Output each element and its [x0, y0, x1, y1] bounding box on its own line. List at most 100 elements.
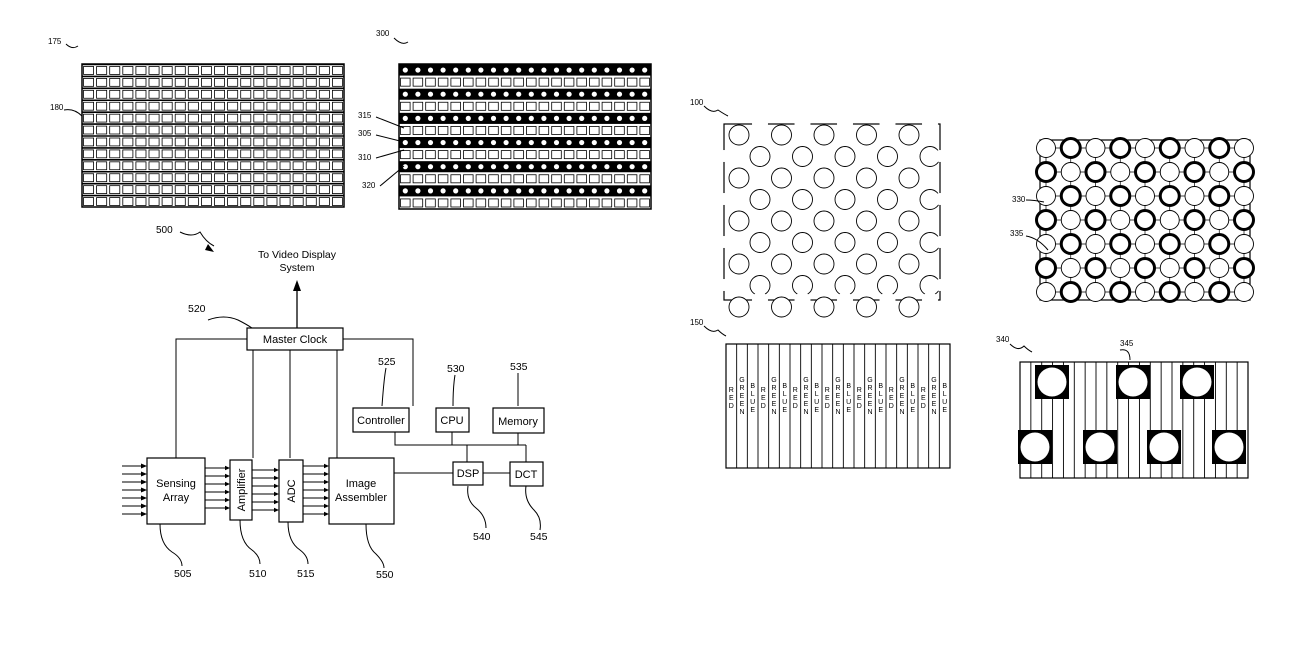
grid-300-pixel	[513, 101, 524, 111]
grid-300-dot	[427, 188, 434, 194]
grid-175-pixel	[96, 66, 108, 75]
grid-175-pixel	[227, 125, 239, 135]
grid-175-pixel	[109, 125, 121, 135]
ref-330: 330	[1012, 195, 1026, 204]
grid-175-pixel	[305, 101, 317, 111]
adc-box	[278, 459, 304, 523]
grid-300-dot	[642, 67, 648, 73]
grid-175-pixel	[174, 137, 186, 147]
stripe-150-label-char: E	[932, 393, 937, 400]
lattice-100-cell	[813, 253, 835, 275]
grid-175-pixel	[96, 89, 108, 99]
grid-300-pixel	[500, 174, 512, 184]
amp-to-adc-head	[274, 491, 279, 497]
grid-300-pixel	[576, 77, 587, 87]
stripe-150-label-char: D	[857, 403, 862, 410]
grid-175-pixel	[83, 173, 95, 183]
grid-300-dot	[604, 91, 610, 97]
grid-300-dot	[579, 67, 585, 73]
lattice-100-edge-notch	[794, 292, 811, 308]
stripe-150-label-char: R	[825, 387, 830, 394]
stripe-340-pixel-aperture	[1149, 432, 1179, 462]
lattice-100-cell	[856, 296, 877, 318]
grid-175-pixel	[135, 149, 147, 159]
grid-300-dot	[616, 164, 623, 170]
grid-300-pixel	[589, 101, 600, 111]
grid-175-pixel	[83, 66, 95, 75]
grid-175-pixel	[227, 185, 239, 194]
grid-300-pixel	[639, 77, 650, 87]
grid-175-pixel	[83, 137, 95, 147]
stripe-150-label-char: R	[771, 385, 776, 392]
grid-300-dot	[427, 91, 434, 97]
ref-545: 545	[530, 531, 548, 543]
grid-175-pixel	[148, 161, 160, 171]
grid-175-pixel	[240, 125, 252, 135]
lattice-330-cell	[1036, 186, 1056, 206]
dsp-box	[452, 461, 484, 486]
lattice-330-cell	[1184, 234, 1205, 254]
grid-175-pixel	[148, 101, 160, 111]
grid-175-pixel	[200, 101, 212, 111]
grid-300-dot	[415, 164, 421, 170]
leader-330	[1025, 199, 1045, 203]
grid-300-dot	[465, 164, 471, 170]
adc-to-assembler-head	[324, 503, 329, 509]
grid-300-dot	[553, 188, 560, 194]
grid-175-pixel	[135, 89, 147, 99]
grid-175-pixel	[279, 78, 291, 87]
grid-300-pixel	[475, 150, 487, 160]
grid-175-pixel	[318, 125, 330, 135]
grid-175-pixel	[96, 173, 108, 183]
grid-300-dot	[503, 139, 509, 146]
sensing-to-amp-head	[225, 489, 230, 495]
stripe-340-pixel-aperture	[1037, 367, 1067, 397]
leader-100	[703, 105, 729, 117]
grid-175-pixel	[279, 101, 291, 111]
grid-300-dot	[402, 67, 408, 73]
grid-300-pixel	[538, 101, 550, 111]
grid-175-pixel	[292, 113, 304, 123]
ref-315: 315	[358, 111, 372, 120]
lattice-330-cell	[1060, 162, 1081, 182]
grid-300-dot	[553, 115, 560, 121]
grid-175-pixel	[318, 197, 330, 206]
lattice-100-cell	[834, 232, 856, 253]
grid-300-dot	[642, 91, 648, 97]
grid-175-pixel	[122, 197, 134, 206]
lattice-330-cell	[1234, 234, 1254, 254]
grid-175-pixel	[240, 161, 252, 171]
grid-300-pixel	[513, 126, 524, 135]
grid-175-pixel	[148, 149, 160, 159]
grid-175-pixel	[279, 161, 291, 171]
grid-175-pixel	[122, 113, 134, 123]
stripe-150-label-char: E	[793, 395, 798, 402]
grid-300-pixel	[526, 198, 537, 208]
grid-300-dot	[591, 188, 597, 194]
clock-line-sensing	[175, 338, 247, 458]
lattice-330-cell	[1085, 282, 1106, 302]
grid-175-pixel	[279, 125, 291, 135]
leader-305	[375, 134, 401, 142]
lattice-100-cell	[856, 167, 877, 189]
grid-300-dot	[541, 188, 547, 194]
lattice-330-cell	[1035, 209, 1057, 231]
leader-150	[703, 325, 727, 337]
grid-175-pixel	[200, 78, 212, 87]
stripe-150-label-char: U	[814, 399, 819, 406]
lattice-330-cell	[1209, 258, 1230, 278]
grid-175-pixel	[135, 197, 147, 206]
sensing-to-amp-head	[225, 497, 230, 503]
lattice-330-cell	[1184, 282, 1205, 302]
grid-175-pixel	[305, 185, 317, 194]
grid-300-pixel	[475, 198, 487, 208]
stripe-150-label-char: D	[729, 403, 734, 410]
stripe-150-label-char: E	[740, 393, 745, 400]
grid-175-pixel	[174, 161, 186, 171]
grid-175-pixel	[148, 173, 160, 183]
sensing-to-amp-head	[225, 465, 230, 471]
grid-175-pixel	[331, 185, 343, 194]
lattice-100-cell	[813, 210, 835, 232]
grid-175-pixel	[96, 125, 108, 135]
grid-300-pixel	[475, 101, 487, 111]
